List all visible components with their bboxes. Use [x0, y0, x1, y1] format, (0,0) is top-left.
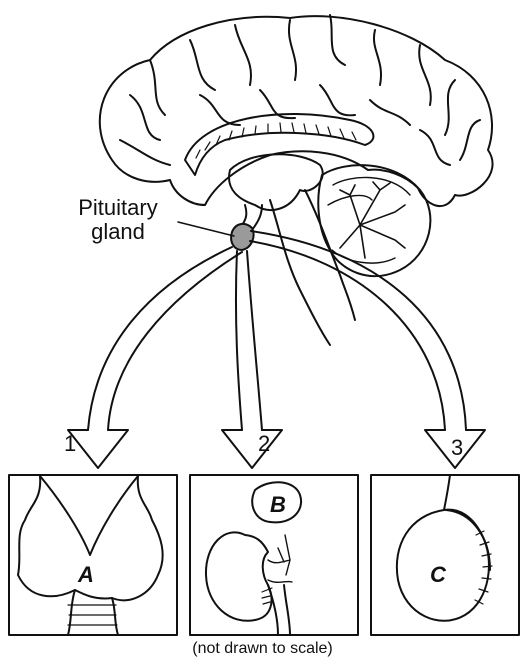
- organ-c-label: C: [430, 562, 446, 588]
- pituitary-label: Pituitary gland: [48, 196, 188, 244]
- arbor-vitae: [340, 182, 405, 258]
- thalamus: [229, 154, 323, 210]
- testis-illustration: [397, 475, 492, 621]
- arrow-2: [222, 251, 282, 468]
- organ-box-a: [9, 475, 177, 635]
- arrow-2-label: 2: [258, 433, 270, 455]
- pituitary-label-line2: gland: [48, 220, 188, 244]
- kidney-illustration: [206, 482, 301, 635]
- organ-box-c: [371, 475, 519, 635]
- brainstem: [270, 190, 355, 345]
- sulci: [120, 15, 480, 165]
- cerebellum: [318, 165, 430, 276]
- organ-b-label: B: [270, 492, 286, 518]
- thyroid-illustration: [18, 476, 163, 635]
- brain-illustration: [100, 15, 493, 345]
- cerebrum-outline: [100, 16, 493, 206]
- organ-a-label: A: [78, 562, 94, 588]
- arrow-3: [250, 231, 485, 468]
- arrow-1-label: 1: [64, 433, 76, 455]
- arrow-3-label: 3: [451, 437, 463, 459]
- arrow-1: [68, 247, 242, 468]
- pituitary-gland: [231, 224, 253, 250]
- scale-note: (not drawn to scale): [0, 640, 525, 658]
- pituitary-label-line1: Pituitary: [48, 196, 188, 220]
